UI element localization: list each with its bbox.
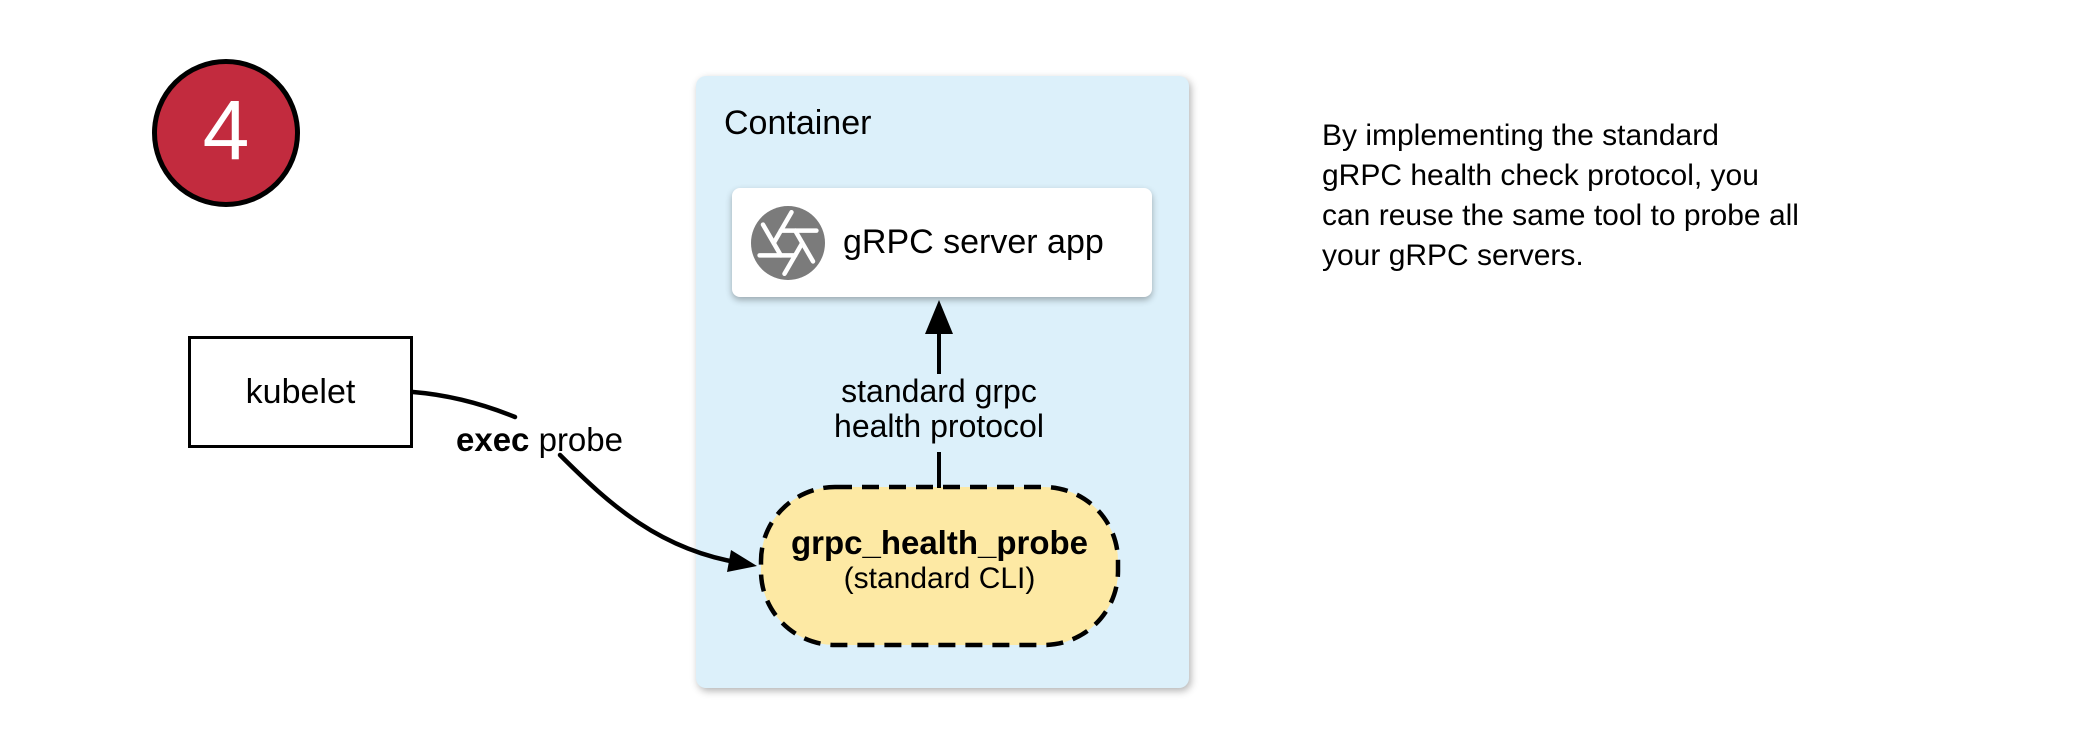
exec-probe-arrow-segment-1: [410, 389, 518, 420]
step-number: 4: [202, 83, 250, 177]
annotation-text: By implementing the standard gRPC health…: [1322, 116, 1922, 276]
annotation-line: By implementing the standard: [1322, 119, 1719, 152]
annotation-line: can reuse the same tool to probe all: [1322, 199, 1799, 232]
health-protocol-edge-label: standard grpc health protocol: [789, 374, 1089, 444]
grpc-server-app-label: gRPC server app: [843, 223, 1104, 261]
health-protocol-label-line1: standard grpc: [841, 373, 1037, 409]
aperture-icon: [751, 205, 825, 280]
health-protocol-label-line2: health protocol: [834, 408, 1044, 444]
exec-probe-edge-label: exec probe: [456, 421, 623, 459]
grpc-health-probe-subtitle: (standard CLI): [843, 562, 1036, 595]
grpc-health-probe-name: grpc_health_probe: [790, 524, 1089, 561]
step-number-badge: 4: [152, 59, 300, 207]
grpc-server-app-node: gRPC server app: [732, 188, 1152, 297]
grpc-health-probe-node-label: grpc_health_probe (standard CLI): [761, 524, 1118, 596]
exec-probe-label-bold: exec: [456, 421, 530, 458]
annotation-line: gRPC health check protocol, you: [1322, 159, 1759, 192]
kubelet-node: kubelet: [188, 336, 413, 448]
kubelet-label: kubelet: [245, 372, 356, 411]
exec-probe-label-rest: probe: [529, 421, 623, 458]
container-label: Container: [724, 104, 872, 142]
annotation-line: your gRPC servers.: [1322, 239, 1584, 272]
